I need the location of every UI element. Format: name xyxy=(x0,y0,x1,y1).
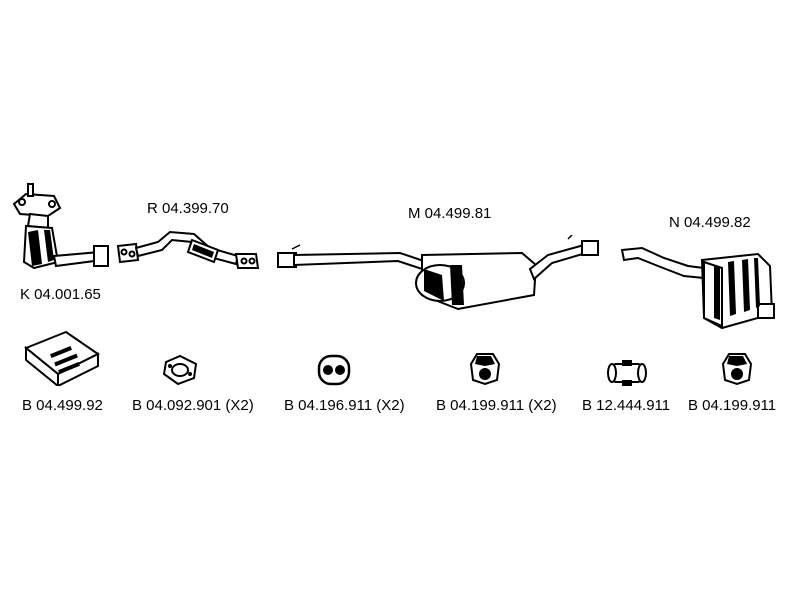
rubber-hanger-icon xyxy=(315,352,353,388)
part-code-fitting-kit: B 04.499.92 xyxy=(22,397,103,414)
part-code-k: K 04.001.65 xyxy=(20,286,101,303)
middle-silencer-icon xyxy=(272,235,607,315)
part-code-rubber-hanger: B 04.196.911 (X2) xyxy=(284,397,405,414)
part-code-r: R 04.399.70 xyxy=(147,200,229,217)
part-code-m: M 04.499.81 xyxy=(408,205,492,222)
part-code-gasket: B 04.092.901 (X2) xyxy=(132,397,254,414)
catalytic-converter-icon xyxy=(8,182,113,277)
part-code-n: N 04.499.82 xyxy=(669,214,751,231)
part-code-pipe-clamp: B 12.444.911 xyxy=(582,397,671,414)
rear-silencer-icon xyxy=(618,244,778,336)
part-code-rubber-mount: B 04.199.911 xyxy=(688,397,777,414)
rubber-mount-icon xyxy=(467,350,503,388)
rubber-mount-icon xyxy=(719,350,755,388)
gasket-icon xyxy=(160,352,200,386)
pipe-clamp-icon xyxy=(606,358,648,388)
front-pipe-icon xyxy=(114,226,264,276)
fitting-kit-box-icon xyxy=(22,328,102,386)
part-code-rubber-mount-x2: B 04.199.911 (X2) xyxy=(436,397,557,414)
